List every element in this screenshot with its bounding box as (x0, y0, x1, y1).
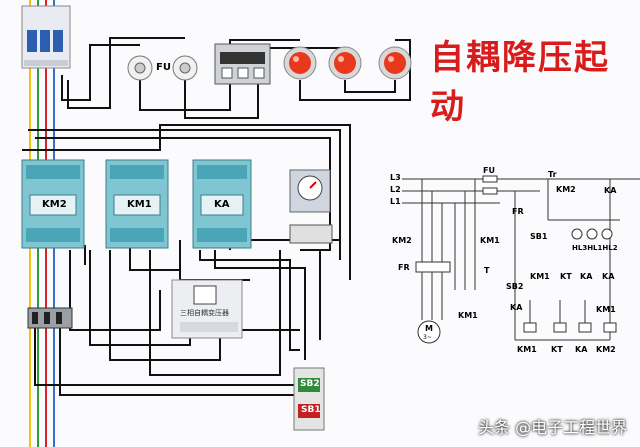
indicator-lamp-3 (378, 46, 412, 80)
schematic-ka-sw: KA (510, 303, 523, 312)
schematic-ctrl-ka: KA (580, 272, 593, 281)
schematic-km1-motor: KM1 (458, 311, 478, 320)
schematic-ctrl-km1: KM1 (530, 272, 550, 281)
watermark: 头条 @电子工程世界 (478, 418, 628, 437)
schematic-motor: M (425, 324, 433, 333)
autotransformer (171, 279, 243, 339)
button-box (293, 367, 325, 431)
circuit-breaker (21, 5, 71, 69)
fuse-2 (172, 55, 198, 81)
phase-l2: L2 (390, 185, 401, 194)
schematic-ctrl-ka2: KA (602, 272, 615, 281)
schematic (402, 175, 640, 344)
schematic-t: T (484, 266, 490, 275)
fuse-label: FU (156, 62, 171, 73)
contactor-km2 (21, 159, 85, 249)
phase-l1: L1 (390, 197, 401, 206)
indicator-lamp-1 (283, 46, 317, 80)
thermal-relay-top (214, 43, 271, 85)
schematic-fr-relay: FR (398, 263, 410, 272)
schematic-km1-main: KM1 (480, 236, 500, 245)
schematic-tr: Tr (548, 170, 557, 179)
contactor-km2-label: KM2 (42, 199, 67, 210)
schematic-ka-lamp: KA (604, 186, 617, 195)
phase-l3: L3 (390, 173, 401, 182)
schematic-sb1: SB1 (530, 232, 548, 241)
thermal-relay-bottom (27, 307, 73, 329)
schematic-sb2: SB2 (506, 282, 524, 291)
contactor-ka (192, 159, 252, 249)
schematic-fu: FU (483, 166, 495, 175)
button-sb1-label: SB1 (301, 405, 321, 415)
contactor-km1 (105, 159, 169, 249)
transformer-label: 三相自耦变压器 (180, 309, 229, 317)
indicator-lamp-2 (328, 46, 362, 80)
schematic-ctrl-kt: KT (560, 272, 572, 281)
schematic-fr: FR (512, 207, 524, 216)
schematic-coil-kt: KT (551, 345, 563, 354)
title: 自耦降压起动 (430, 38, 610, 127)
schematic-coil-km2: KM2 (596, 345, 616, 354)
fuse-1 (127, 55, 153, 81)
schematic-coil-ka: KA (575, 345, 588, 354)
contactor-ka-label: KA (214, 199, 230, 210)
schematic-km1-b: KM1 (596, 305, 616, 314)
schematic-km2-lamp: KM2 (556, 185, 576, 194)
control-wires (22, 37, 411, 396)
contactor-km1-label: KM1 (127, 199, 152, 210)
schematic-km2-main: KM2 (392, 236, 412, 245)
schematic-coil-km1: KM1 (517, 345, 537, 354)
button-sb2-label: SB2 (300, 379, 320, 389)
schematic-lamps: HL3HL1HL2 (572, 244, 618, 252)
time-relay (289, 169, 333, 244)
schematic-motor-sub: 3~ (423, 334, 432, 341)
